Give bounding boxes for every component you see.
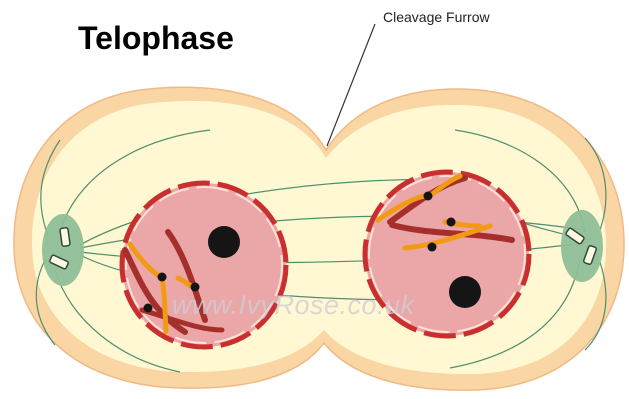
left-centrosome xyxy=(42,214,84,286)
diagram-title: Telophase xyxy=(78,20,234,57)
nucleolus-icon xyxy=(449,276,481,308)
centromere xyxy=(158,273,167,282)
cleavage-furrow-label: Cleavage Furrow xyxy=(383,9,490,25)
centromere xyxy=(424,192,433,201)
watermark: www.IvyRose.co.uk xyxy=(172,290,415,321)
centromere xyxy=(447,218,456,227)
centromere xyxy=(428,243,437,252)
centromere xyxy=(144,304,153,313)
right-centrosome xyxy=(561,210,603,282)
left-daughter-nucleus xyxy=(122,183,286,347)
dividing-cell xyxy=(14,87,624,390)
nucleolus-icon xyxy=(208,226,240,258)
